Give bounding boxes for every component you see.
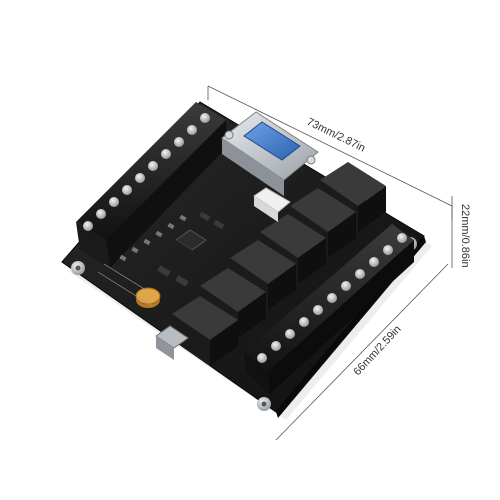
db9-serial-connector <box>221 111 319 196</box>
power-jack <box>155 325 189 360</box>
smd-components <box>119 211 225 287</box>
jst-connector <box>253 187 291 222</box>
dimension-height-label: 22mm/0.86in <box>459 204 471 268</box>
pcb-silkscreen <box>97 263 153 307</box>
output-terminal-screws <box>257 233 407 363</box>
connector-screw-icon <box>306 155 316 165</box>
relay <box>172 296 238 366</box>
input-terminal-screws <box>83 113 210 231</box>
inductor <box>175 229 207 258</box>
dimension-line-width <box>275 263 449 441</box>
connector-screw-icon <box>224 130 234 140</box>
relay-bank <box>172 162 386 366</box>
